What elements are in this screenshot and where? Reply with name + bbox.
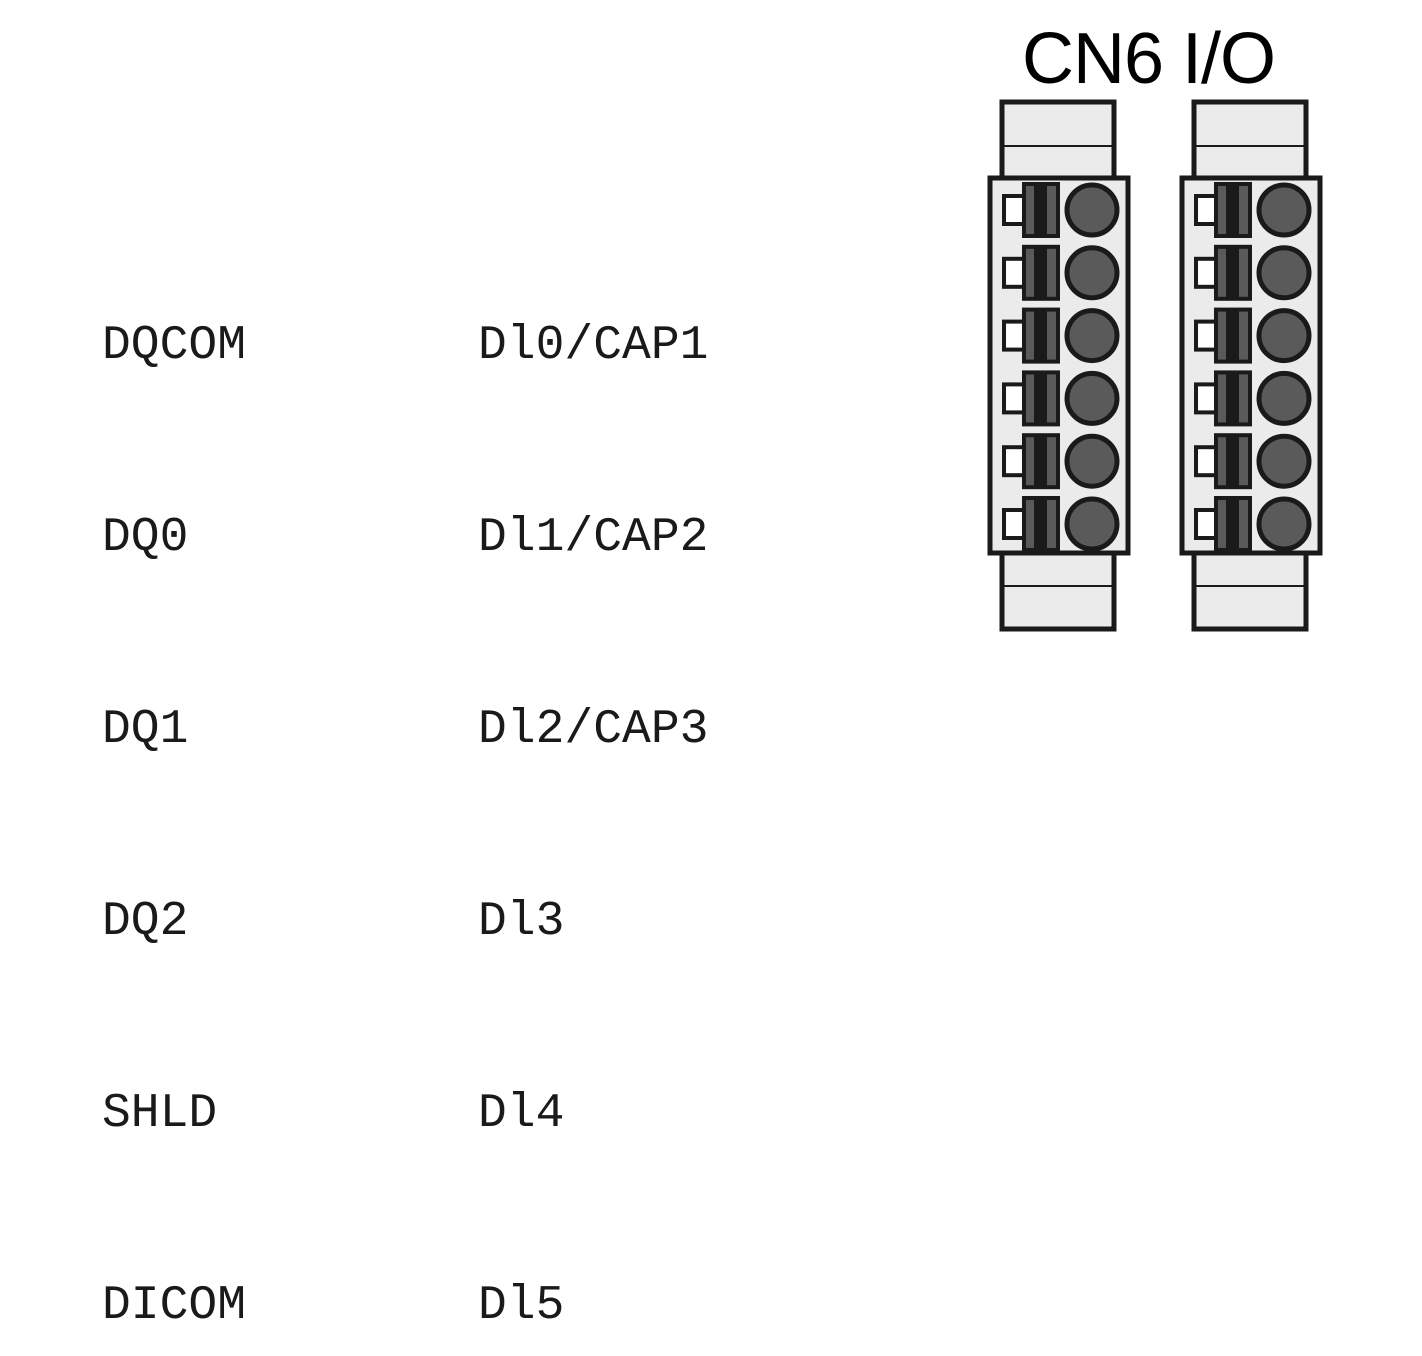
wire-entry xyxy=(1064,370,1120,426)
connector-left xyxy=(987,99,1131,632)
pin-label: DQ2 xyxy=(102,895,189,949)
wire-entry xyxy=(1256,245,1312,301)
screw-slot xyxy=(1034,246,1047,299)
bottom-latch xyxy=(1191,548,1309,632)
connector-diagram xyxy=(987,99,1323,632)
wire-entry xyxy=(1256,370,1312,426)
screw-slot xyxy=(1034,498,1047,550)
screw-slot xyxy=(1034,435,1047,488)
screw-slot xyxy=(1226,498,1239,550)
pin-label: Dl2/CAP3 xyxy=(478,703,709,757)
pin-label: DQCOM xyxy=(102,319,247,373)
wire-entry xyxy=(1256,182,1312,238)
wire-entry xyxy=(1064,308,1120,364)
screw-slot xyxy=(1226,435,1239,488)
pin-label: DQ0 xyxy=(102,511,189,565)
connector-title: CN6 I/O xyxy=(1022,19,1276,99)
terminal xyxy=(1002,244,1120,301)
wire-entry xyxy=(1064,433,1120,489)
screw-slot xyxy=(1226,184,1239,236)
connector-right xyxy=(1179,99,1323,632)
terminal xyxy=(1002,370,1120,427)
terminal xyxy=(1194,433,1312,490)
wire-entry xyxy=(1064,245,1120,301)
terminal xyxy=(1002,496,1120,552)
terminal xyxy=(1002,182,1120,238)
screw-slot xyxy=(1226,309,1239,362)
terminal xyxy=(1194,307,1312,364)
wire-entry xyxy=(1256,433,1312,489)
terminal xyxy=(1002,433,1120,490)
connector-body xyxy=(987,175,1131,556)
wire-entry xyxy=(1256,308,1312,364)
screw-slot xyxy=(1034,372,1047,425)
screw-slot xyxy=(1226,372,1239,425)
screw-slot xyxy=(1226,246,1239,299)
pin-label: Dl0/CAP1 xyxy=(478,319,709,373)
top-latch xyxy=(1191,99,1309,183)
wire-entry xyxy=(1064,182,1120,238)
terminal xyxy=(1002,307,1120,364)
terminal xyxy=(1194,370,1312,427)
terminal xyxy=(1194,496,1312,552)
bottom-latch xyxy=(999,548,1117,632)
screw-slot xyxy=(1034,184,1047,236)
top-latch xyxy=(999,99,1117,183)
pin-label: Dl1/CAP2 xyxy=(478,511,709,565)
pin-label: DQ1 xyxy=(102,703,189,757)
pin-label: SHLD xyxy=(102,1087,218,1141)
screw-slot xyxy=(1034,309,1047,362)
pin-label: Dl4 xyxy=(478,1087,565,1141)
pin-label: Dl5 xyxy=(478,1279,565,1333)
pin-label: Dl3 xyxy=(478,895,565,949)
pin-label: DICOM xyxy=(102,1279,247,1333)
terminal xyxy=(1194,244,1312,301)
connector-body xyxy=(1179,175,1323,556)
wire-entry xyxy=(1256,496,1312,552)
terminal xyxy=(1194,182,1312,238)
wire-entry xyxy=(1064,496,1120,552)
